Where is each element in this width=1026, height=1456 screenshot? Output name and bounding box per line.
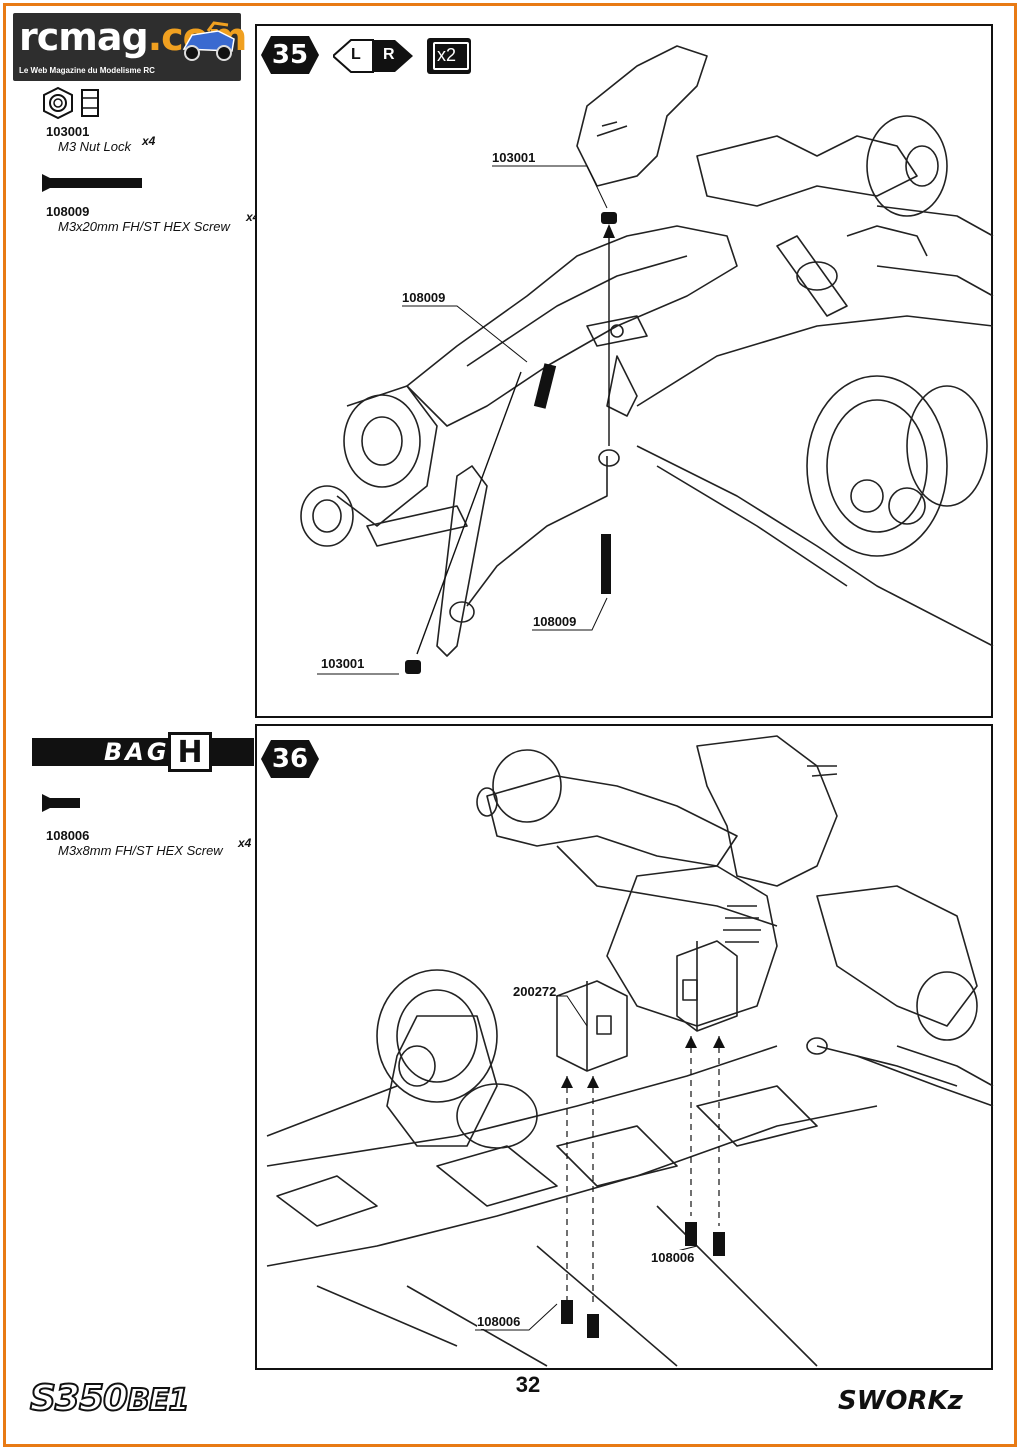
- part-108006: 108006 M3x8mm FH/ST HEX Screw x4: [46, 828, 251, 858]
- rear-suspension-diagram: [300, 45, 994, 675]
- step-35-badge: 35: [261, 34, 319, 76]
- bag-banner: BAG: [32, 738, 254, 766]
- part-qty: x4: [238, 836, 252, 850]
- part-number: 108006: [46, 828, 90, 843]
- bag-letter: H: [168, 732, 212, 772]
- left-right-side-icon: L R: [333, 38, 413, 74]
- step-number: 36: [271, 744, 309, 774]
- part-108009: 108009 M3x20mm FH/ST HEX Screw x4: [46, 204, 259, 234]
- nut-lock-icon: [43, 86, 99, 120]
- page-border: [3, 3, 1017, 1447]
- part-number: 103001: [46, 124, 90, 139]
- step35-panel: 35 L R x2 103001 108009 108009 103001: [255, 24, 994, 718]
- callout-108006-bottom: 108006: [477, 1314, 521, 1329]
- callout-108006-right: 108006: [651, 1250, 695, 1265]
- part-name: M3x8mm FH/ST HEX Screw: [58, 843, 223, 858]
- sworkz-logo: SWORKz: [838, 1386, 963, 1416]
- step-number: 35: [271, 40, 309, 70]
- shock-mount-diagram: [266, 735, 994, 1367]
- callout-200272: 200272: [513, 984, 557, 999]
- callout-108009-mid: 108009: [402, 290, 446, 305]
- bag-label: BAG: [104, 738, 170, 766]
- step36-panel: 36 200272 108006 108006: [255, 724, 994, 1370]
- m3x8-screw-icon: [42, 794, 80, 812]
- part-name: M3x20mm FH/ST HEX Screw: [58, 219, 230, 234]
- logo-tagline: Le Web Magazine du Modelisme RC: [19, 66, 155, 75]
- side-left-label: L: [351, 46, 361, 63]
- part-qty: x4: [142, 134, 156, 148]
- rcmag-logo[interactable]: rcmag.com Le Web Magazine du Modelisme R…: [13, 13, 247, 81]
- callout-103001-top: 103001: [492, 150, 536, 165]
- part-name: M3 Nut Lock: [58, 139, 131, 154]
- multiplier-badge: x2: [427, 38, 471, 74]
- m3x20-screw-icon: [42, 174, 142, 192]
- part-number: 108009: [46, 204, 90, 219]
- part-103001: 103001 M3 Nut Lock x4: [46, 124, 155, 154]
- rc-car-icon: [182, 21, 235, 61]
- multiplier-label: x2: [437, 45, 457, 65]
- callout-108009-right: 108009: [533, 614, 577, 629]
- callout-103001-bottom: 103001: [321, 656, 365, 671]
- step-36-badge: 36: [261, 738, 319, 780]
- model-logo: S350BE1: [29, 1377, 190, 1420]
- side-right-label: R: [383, 46, 395, 63]
- page-number: 32: [515, 1372, 541, 1397]
